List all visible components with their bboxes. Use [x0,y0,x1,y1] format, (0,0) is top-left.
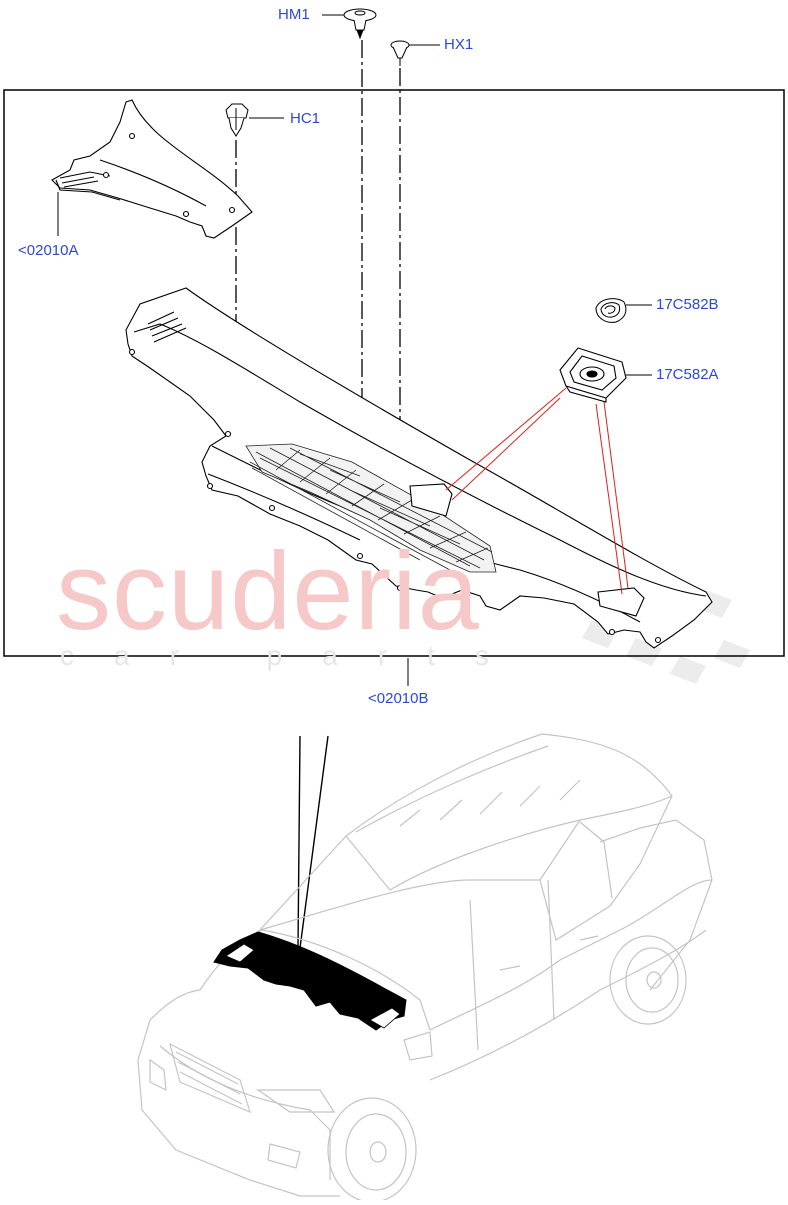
callout-17c582a[interactable]: 17C582A [656,366,719,383]
hc1-clip-icon[interactable] [225,103,249,137]
callout-02010a[interactable]: <02010A [18,242,79,259]
pad-pointer-lines [445,387,629,595]
cowl-pad-right [597,587,645,617]
hm1-clip-icon[interactable] [343,8,377,40]
cowl-grille [245,443,497,573]
17c582a-seal-icon[interactable] [559,347,627,403]
callout-02010b[interactable]: <02010B [368,690,429,707]
vehicle-cowl-highlight-vent [225,943,255,963]
callout-17c582b[interactable]: 17C582B [656,296,719,313]
17c582b-seal-icon[interactable] [595,298,627,323]
vehicle-outline [137,733,713,1203]
vehicle-cowl-highlight [213,931,407,1031]
callout-hx1[interactable]: HX1 [444,36,474,53]
hx1-screw-icon[interactable] [390,40,410,66]
detail-frame [3,89,785,657]
callout-hc1[interactable]: HC1 [290,110,321,127]
callout-hm1[interactable]: HM1 [278,6,310,23]
cowl-panel[interactable] [125,287,713,649]
car-pointer-lines [297,735,329,949]
vehicle-cowl-highlight-vent-2 [369,1007,401,1029]
cowl-pad-left [409,483,453,517]
cowl-side-panel[interactable] [51,99,253,239]
